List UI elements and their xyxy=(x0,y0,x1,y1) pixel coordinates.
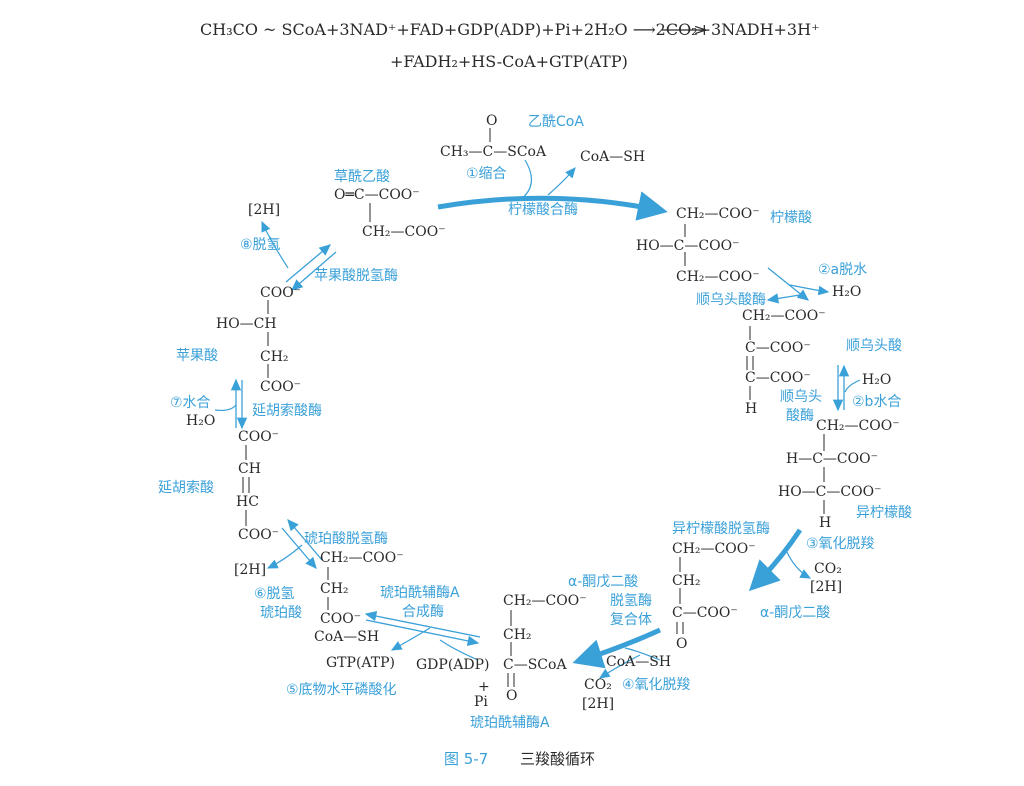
malate-name: 苹果酸 xyxy=(176,348,218,364)
akgdh-label-1: α-酮戊二酸 xyxy=(568,574,639,590)
icdh-label: 异柠檬酸脱氢酶 xyxy=(672,521,770,537)
acetyl-coa-label: 乙酰CoA xyxy=(528,114,584,130)
isocitrate-line1: CH₂—COO⁻ xyxy=(816,418,900,434)
step8-2h: [2H] xyxy=(248,202,281,218)
equation-line-1: CH₃CO ~ SCoA+3NAD⁺+FAD+GDP(ADP)+Pi+2H₂O … xyxy=(200,20,820,39)
akgdh-label-3: 复合体 xyxy=(610,612,652,628)
step5-gdp: GDP(ADP) xyxy=(416,657,490,673)
step2b-water: H₂O xyxy=(862,372,892,388)
sdh-label: 琥珀酸脱氢酶 xyxy=(304,531,388,547)
isocitrate-line2: H—C—COO⁻ xyxy=(786,451,878,467)
citrate-line2: HO—C—COO⁻ xyxy=(636,238,740,254)
step5-coash: CoA—SH xyxy=(314,629,380,645)
equation-line-2: +FADH₂+HS-CoA+GTP(ATP) xyxy=(390,52,628,71)
step2a-water: H₂O xyxy=(832,284,862,300)
akgdh-arrow xyxy=(572,627,662,669)
step4-label: ④氧化脱羧 xyxy=(622,677,691,693)
oxaloacetate-line2: CH₂—COO⁻ xyxy=(362,224,446,240)
step5-plus: + xyxy=(478,679,490,695)
akg-line1: CH₂—COO⁻ xyxy=(672,541,756,557)
succoa-name: 琥珀酰辅酶A xyxy=(470,715,550,731)
aconitase-label-2a: 顺乌头 xyxy=(780,389,822,405)
malate-line1: COO⁻ xyxy=(260,285,302,301)
cisaconitate-line2: C—COO⁻ xyxy=(745,340,811,356)
icdh-arrow xyxy=(748,528,803,592)
fumarate-line3: HC xyxy=(236,494,259,510)
step4-2h: [2H] xyxy=(582,696,615,712)
isocitrate-line4: H xyxy=(819,515,832,531)
malate-line3: CH₂ xyxy=(260,349,289,365)
fumarate-name: 延胡索酸 xyxy=(158,480,214,496)
step5-label: ⑤底物水平磷酸化 xyxy=(286,682,397,698)
step4-co2: CO₂ xyxy=(584,677,612,693)
fumarate-line2: CH xyxy=(238,461,261,477)
succoa-synthetase-label-1: 琥珀酰辅酶A xyxy=(380,585,460,601)
step2a-label: ②a脱水 xyxy=(818,262,868,278)
acetyl-formula: CH₃—C—SCoA xyxy=(440,144,547,160)
figure-number: 图 5-7 xyxy=(444,750,489,768)
succoa-line3: C—SCoA xyxy=(503,657,567,673)
cisaconitate-name: 顺乌头酸 xyxy=(846,338,902,354)
step6-label: ⑥脱氢 xyxy=(254,586,295,602)
isocitrate-line3: HO—C—COO⁻ xyxy=(778,484,882,500)
step8-label: ⑧脱氢 xyxy=(240,237,281,253)
succinate-line3: COO⁻ xyxy=(320,611,362,627)
isocitrate-name: 异柠檬酸 xyxy=(856,505,912,521)
step3-co2: CO₂ xyxy=(814,561,842,577)
citrate-line1: CH₂—COO⁻ xyxy=(676,206,760,222)
succoa-synthetase-label-2: 合成酶 xyxy=(402,604,444,620)
oxaloacetate-line1: O═C—COO⁻ xyxy=(334,187,420,203)
akgdh-label-2: 脱氢酶 xyxy=(610,593,652,609)
step6-2h: [2H] xyxy=(234,562,267,578)
cisaconitate-line1: CH₂—COO⁻ xyxy=(742,308,826,324)
succoa-line2: CH₂ xyxy=(503,627,532,643)
akg-o: O xyxy=(676,636,688,652)
citrate-synthase-label: 柠檬酸合酶 xyxy=(508,202,578,218)
cisaconitate-line3: C—COO⁻ xyxy=(745,370,811,386)
succinate-line2: CH₂ xyxy=(320,581,349,597)
succinate-name: 琥珀酸 xyxy=(260,605,302,621)
akg-line3: C—COO⁻ xyxy=(672,605,738,621)
malate-line4: COO⁻ xyxy=(260,379,302,395)
aconitase-label-1: 顺乌头酸酶 xyxy=(696,292,766,308)
step7-water: H₂O xyxy=(186,413,216,429)
step5-gtp: GTP(ATP) xyxy=(326,655,395,671)
malate-line2: HO—CH xyxy=(216,316,277,332)
fumarate-line1: COO⁻ xyxy=(238,429,280,445)
figure-title: 三羧酸循环 xyxy=(520,750,596,768)
aconitase-label-2b: 酸酶 xyxy=(786,408,814,424)
succoa-o: O xyxy=(506,688,518,704)
acetyl-coash: CoA—SH xyxy=(580,149,646,165)
mdh-label: 苹果酸脱氢酶 xyxy=(314,268,398,284)
step3-2h: [2H] xyxy=(810,579,843,595)
citrate-name: 柠檬酸 xyxy=(770,210,812,226)
cisaconitate-line4: H xyxy=(745,401,758,417)
akg-name: α-酮戊二酸 xyxy=(760,605,831,621)
oxaloacetate-name: 草酰乙酸 xyxy=(334,169,390,185)
step5-pi: Pi xyxy=(474,694,488,710)
succinate-line1: CH₂—COO⁻ xyxy=(320,550,404,566)
step1-label: ①缩合 xyxy=(466,166,507,182)
akg-line2: CH₂ xyxy=(672,573,701,589)
citrate-synthase-arrow xyxy=(437,191,668,221)
succoa-line1: CH₂—COO⁻ xyxy=(503,593,587,609)
acetyl-o: O xyxy=(486,113,498,129)
citrate-line3: CH₂—COO⁻ xyxy=(676,269,760,285)
step2b-label: ②b水合 xyxy=(852,394,902,410)
step4-coash: CoA—SH xyxy=(606,654,672,670)
step7-label: ⑦水合 xyxy=(170,395,211,411)
fumarase-label: 延胡索酸酶 xyxy=(252,403,322,419)
fumarate-line4: COO⁻ xyxy=(238,527,280,543)
step3-label: ③氧化脱羧 xyxy=(806,536,875,552)
